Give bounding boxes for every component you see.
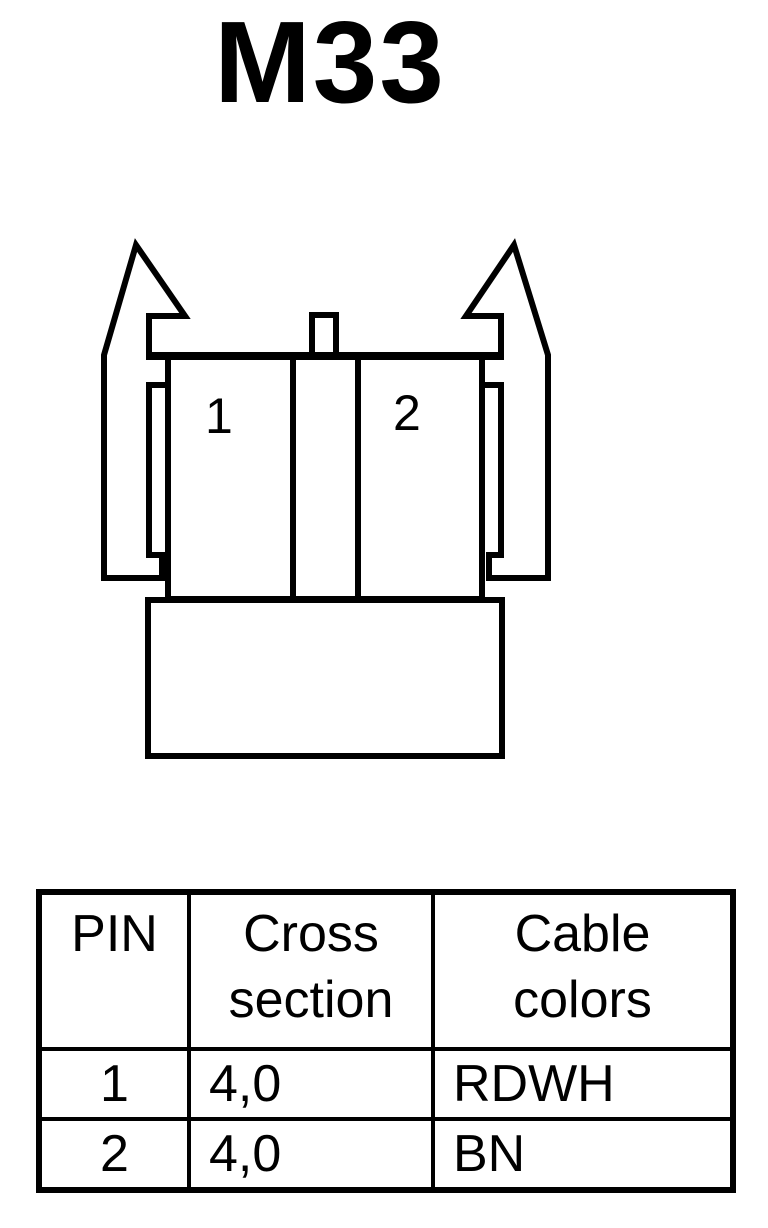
header-cross-section-line-1: Cross — [243, 905, 379, 963]
connector-title: M33 — [214, 0, 446, 127]
header-cross-section-line-2: section — [228, 971, 394, 1029]
row-1-cross-section: 4,0 — [187, 1047, 435, 1121]
header-cable-colors-line-2: colors — [513, 971, 652, 1029]
table-row: 1 4,0 RDWH — [37, 1047, 735, 1121]
header-cross-section: Cross section — [187, 890, 435, 1051]
table-row: 2 4,0 BN — [37, 1117, 735, 1192]
left-latch-arm — [101, 238, 191, 581]
table-header-row: PIN Cross section Cable colors — [37, 890, 735, 1051]
row-2-cable-color: BN — [431, 1117, 735, 1192]
header-pin-label: PIN — [71, 905, 158, 963]
connector-diagram: 1 2 — [101, 238, 551, 759]
pin-label-1: 1 — [205, 388, 233, 444]
row-2-pin: 2 — [37, 1117, 191, 1192]
row-1-pin: 1 — [37, 1047, 191, 1121]
pin-label-2: 2 — [393, 385, 421, 441]
row-2-cross-section: 4,0 — [187, 1117, 435, 1192]
right-latch-arm — [460, 238, 551, 581]
header-pin: PIN — [37, 890, 191, 1051]
row-1-cable-color: RDWH — [431, 1047, 735, 1121]
header-cable-colors: Cable colors — [431, 890, 735, 1051]
header-cable-colors-line-1: Cable — [514, 905, 651, 963]
key-tab — [309, 312, 339, 355]
connector-base — [145, 597, 505, 759]
